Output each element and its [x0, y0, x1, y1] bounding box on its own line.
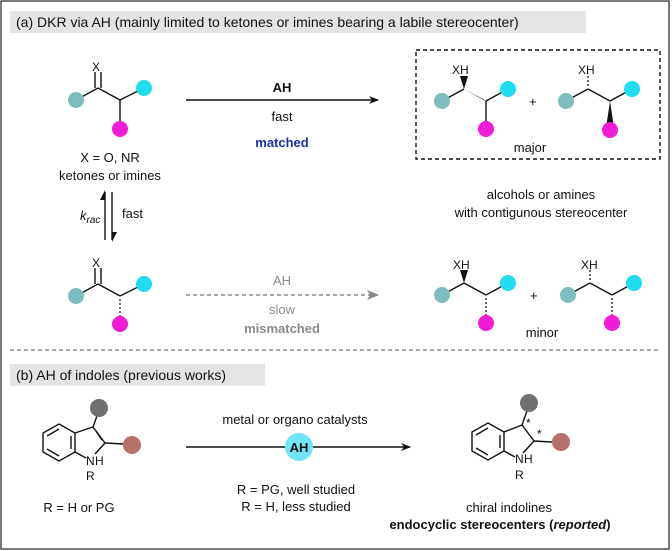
- atom-x: X: [92, 60, 100, 74]
- atom-xh: XH: [578, 63, 595, 77]
- note-2: R = H, less studied: [241, 499, 350, 514]
- matched-arrow-label: AH: [273, 80, 292, 95]
- major-label: major: [514, 140, 547, 155]
- product-caption-1: alcohols or amines: [487, 187, 596, 202]
- magenta-ball: [602, 122, 618, 138]
- indole-substrate: N H R: [42, 399, 141, 483]
- krac-label: krac: [80, 208, 100, 226]
- section-b-header-bg: [10, 364, 265, 386]
- equilibrium-arrows: [100, 190, 117, 242]
- cyan-ball: [136, 80, 152, 96]
- atom-n: N: [515, 452, 524, 466]
- section-a-header-bg: [10, 11, 586, 33]
- ah-badge: [285, 433, 313, 461]
- plus-sign: +: [529, 94, 537, 109]
- substrate-caption: R = H or PG: [43, 500, 114, 515]
- major-product-1: XH: [434, 63, 516, 137]
- atom-h: H: [95, 454, 104, 468]
- cyan-ball: [500, 81, 516, 97]
- section-b-header: (b) AH of indoles (previous works): [16, 367, 226, 383]
- section-a-header: (a) DKR via AH (mainly limited to ketone…: [16, 14, 519, 30]
- atom-xh: XH: [453, 258, 470, 272]
- teal-ball: [68, 288, 84, 304]
- magenta-ball: [478, 315, 494, 331]
- ketone-substrate: X: [68, 60, 152, 137]
- matched-label: matched: [255, 135, 309, 150]
- minor-product-2: XH: [560, 258, 642, 331]
- teal-ball: [434, 287, 450, 303]
- major-products-box: [415, 49, 661, 160]
- cyan-ball: [626, 275, 642, 291]
- substrate-caption-1: X = O, NR: [80, 150, 140, 165]
- atom-h: H: [524, 452, 533, 466]
- product-caption-2: with contigunous stereocenter: [454, 205, 628, 220]
- plus-sign: +: [530, 288, 538, 303]
- mismatched-arrow-speed: slow: [269, 302, 296, 317]
- cyan-ball: [136, 276, 152, 292]
- substrate-caption-2: ketones or imines: [59, 168, 161, 183]
- mismatched-label: mismatched: [244, 321, 320, 336]
- cyan-ball: [500, 275, 516, 291]
- atom-xh: XH: [581, 258, 598, 272]
- cyan-ball: [624, 81, 640, 97]
- atom-n: N: [86, 454, 95, 468]
- teal-ball: [558, 93, 574, 109]
- rose-ball: [552, 433, 570, 451]
- teal-ball: [434, 93, 450, 109]
- magenta-ball: [478, 121, 494, 137]
- mismatched-arrow-label: AH: [273, 273, 291, 288]
- product-caption-2: endocyclic stereocenters (reported): [389, 517, 610, 532]
- major-product-2: XH: [558, 63, 640, 138]
- equilibrium-speed: fast: [122, 206, 143, 221]
- grey-ball: [90, 399, 108, 417]
- magenta-ball: [604, 315, 620, 331]
- atom-x: X: [92, 256, 100, 270]
- note-1: R = PG, well studied: [237, 482, 355, 497]
- matched-arrow-speed: fast: [272, 109, 293, 124]
- rose-ball: [123, 436, 141, 454]
- grey-ball: [520, 394, 538, 412]
- catalysis-label: metal or organo catalysts: [222, 412, 368, 427]
- minor-product-1: XH: [434, 258, 516, 331]
- minor-label: minor: [526, 325, 559, 340]
- teal-ball: [560, 287, 576, 303]
- atom-r: R: [515, 468, 524, 482]
- atom-xh: XH: [452, 63, 469, 77]
- magenta-ball: [112, 121, 128, 137]
- atom-r: R: [86, 469, 95, 483]
- ketone-enantiomer: X: [68, 256, 152, 332]
- ah-badge-label: AH: [290, 440, 309, 455]
- indoline-product: * * N H R: [471, 394, 570, 482]
- stereocenter-star-2: *: [537, 427, 542, 441]
- product-caption-1: chiral indolines: [466, 500, 552, 515]
- stereocenter-star-1: *: [526, 416, 531, 430]
- teal-ball: [68, 92, 84, 108]
- magenta-ball: [112, 316, 128, 332]
